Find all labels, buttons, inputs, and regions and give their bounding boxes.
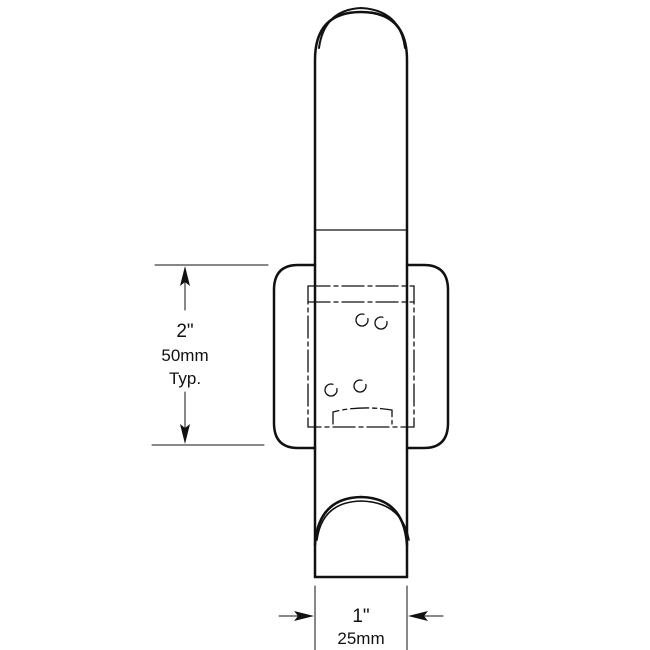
height-metric: 50mm — [161, 346, 208, 365]
width-imperial: 1" — [352, 606, 369, 627]
width-metric: 25mm — [337, 629, 384, 648]
hook-body — [313, 10, 409, 579]
lower-hook-arc-inner — [316, 500, 410, 541]
height-note: Typ. — [169, 369, 201, 388]
arrow-down-icon — [180, 424, 190, 444]
arrow-up-icon — [180, 266, 190, 286]
arrow-right-icon — [294, 611, 314, 621]
screw-hole — [355, 313, 369, 327]
hook-top-highlight — [318, 6, 406, 49]
screw-hole — [374, 316, 388, 330]
screw-hole — [353, 379, 367, 393]
backplate-left — [272, 263, 317, 450]
arrow-left-icon — [408, 611, 428, 621]
screw-hole — [324, 383, 338, 397]
backplate-right — [405, 263, 450, 450]
hidden-bracket — [307, 285, 415, 428]
lower-hook-arc — [313, 495, 409, 547]
height-imperial: 2" — [176, 321, 193, 342]
hidden-clip — [332, 407, 393, 425]
